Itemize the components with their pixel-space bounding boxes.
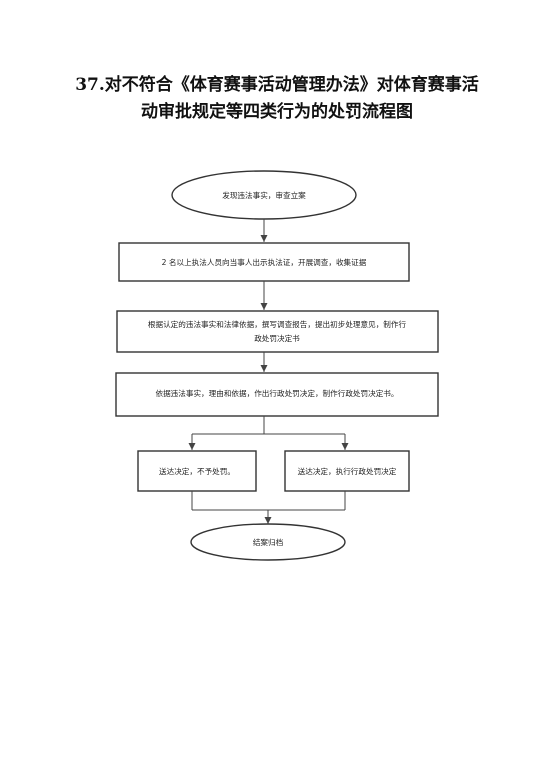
start-node-text: 发现违法事实，审查立案 bbox=[222, 190, 306, 200]
end-node bbox=[190, 523, 346, 561]
step2-text-line2: 政处罚决定书 bbox=[254, 333, 300, 343]
step1-box bbox=[118, 242, 410, 282]
step3-text: 依据违法事实，理由和依据，作出行政处罚决定，制作行政处罚决定书。 bbox=[156, 388, 399, 398]
end-node-text: 结案归档 bbox=[253, 537, 284, 547]
step1-text: 2 名以上执法人员向当事人出示执法证，开展调查，收集证据 bbox=[162, 257, 367, 267]
branch-right-text: 送达决定，执行行政处罚决定 bbox=[298, 466, 397, 476]
page-title-line-1: 37.对不符合《体育赛事活动管理办法》对体育赛事活 bbox=[75, 75, 479, 95]
branch-right-box bbox=[284, 450, 410, 492]
branch-left-text: 送达决定，不予处罚。 bbox=[159, 466, 235, 476]
branch-left-box bbox=[137, 450, 257, 492]
step2-text-line1: 根据认定的违法事实和法律依据，撰写调查报告，提出初步处理意见，制作行 bbox=[148, 319, 407, 329]
step3-box bbox=[115, 372, 439, 417]
page-title-line-2: 动审批规定等四类行为的处罚流程图 bbox=[141, 102, 413, 122]
step2-box bbox=[116, 310, 439, 353]
